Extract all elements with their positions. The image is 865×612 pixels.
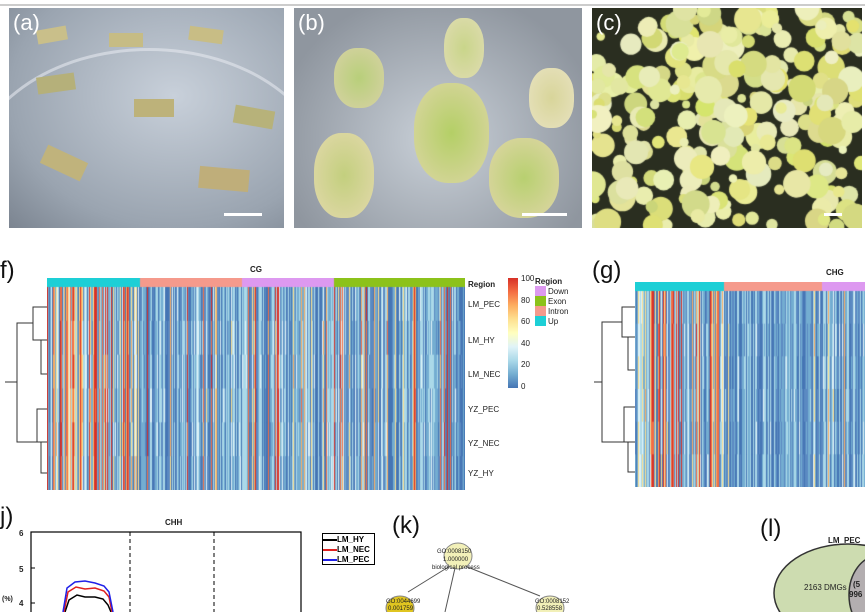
heatmap-chg bbox=[635, 282, 865, 487]
heatmap-row-label: YZ_PEC bbox=[468, 405, 500, 414]
panel-label-f: f) bbox=[0, 257, 15, 284]
panel-label-j: j) bbox=[0, 503, 14, 530]
scale-bar bbox=[224, 213, 262, 216]
colorbar-tick: 0 bbox=[521, 381, 526, 391]
dendrogram-f bbox=[5, 306, 47, 474]
go-node-id: GO:0008150 bbox=[437, 549, 472, 555]
venn-set-lm-pec bbox=[773, 543, 865, 612]
legend-entry: LM_HY bbox=[323, 535, 374, 544]
panel-label-g: (g) bbox=[592, 257, 622, 284]
panel-label-l: (l) bbox=[760, 515, 782, 542]
region-legend-title: Region bbox=[535, 277, 563, 286]
legend-label: LM_PEC bbox=[337, 555, 370, 564]
legend-swatch bbox=[535, 306, 546, 316]
panel-label-c: (c) bbox=[596, 10, 622, 35]
go-node-id: GO:0044699 bbox=[386, 599, 421, 605]
ytick: 6 bbox=[19, 529, 24, 538]
venn-overlap bbox=[848, 559, 865, 612]
photo-a: (a) bbox=[9, 8, 284, 228]
colorbar bbox=[508, 278, 518, 388]
legend-entry: LM_PEC bbox=[323, 555, 374, 564]
venn-set-title: LM_PEC bbox=[828, 536, 861, 545]
heatmap-row-label: YZ_HY bbox=[468, 469, 494, 478]
photo-c: (c) bbox=[592, 8, 862, 228]
legend-label: LM_HY bbox=[337, 535, 365, 544]
region-header: Region bbox=[468, 280, 496, 289]
top-rule bbox=[0, 4, 865, 6]
series-lm-pec bbox=[62, 580, 114, 612]
scale-bar bbox=[522, 213, 567, 216]
legend-line bbox=[323, 558, 337, 561]
colorbar-tick: 80 bbox=[521, 295, 530, 305]
legend-swatch bbox=[535, 286, 546, 296]
go-node-name: biological process bbox=[432, 565, 480, 571]
go-node-value: 1.000000 bbox=[443, 557, 469, 563]
photo-b: (b) bbox=[294, 8, 582, 228]
legend-swatch bbox=[535, 316, 546, 326]
legend-label: LM_NEC bbox=[337, 545, 370, 554]
colorbar-tick: 40 bbox=[521, 338, 530, 348]
legend-swatch bbox=[535, 296, 546, 306]
venn-overlap-label: (5 bbox=[853, 580, 861, 589]
legend-entry: LM_NEC bbox=[323, 545, 374, 554]
heatmap-row-label: LM_PEC bbox=[468, 300, 501, 309]
y-axis-unit: (%) bbox=[2, 596, 13, 603]
legend-label: Up bbox=[548, 317, 559, 326]
heatmap-row-label: LM_HY bbox=[468, 336, 495, 345]
heatmap-title-chg: CHG bbox=[826, 268, 844, 277]
legend-line bbox=[323, 538, 337, 541]
ytick: 4 bbox=[19, 599, 24, 608]
heatmap-row-label: LM_NEC bbox=[468, 370, 501, 379]
venn-overlap-label: 996 bbox=[849, 590, 863, 599]
scale-bar bbox=[824, 213, 842, 216]
series-lm-nec bbox=[63, 586, 113, 612]
heatmap-title-cg: CG bbox=[250, 265, 262, 274]
dendrogram-g bbox=[594, 306, 635, 473]
callus-texture bbox=[592, 8, 862, 228]
colorbar-tick: 100 bbox=[521, 274, 535, 283]
go-node-id: GO:0008152 bbox=[535, 599, 570, 605]
panel-label-k: (k) bbox=[392, 512, 420, 539]
legend-line bbox=[323, 548, 337, 551]
series-lm-hy bbox=[64, 594, 112, 612]
go-node-value: 0.001759 bbox=[388, 606, 414, 612]
legend-label: Intron bbox=[548, 307, 569, 316]
chh-line-chart bbox=[30, 531, 302, 612]
ytick: 5 bbox=[19, 565, 24, 574]
venn-diagram bbox=[773, 543, 865, 612]
go-node-value: 0.528558 bbox=[537, 606, 563, 612]
venn-count: 2163 DMGs bbox=[804, 583, 847, 592]
heatmap-cg bbox=[47, 278, 465, 490]
colorbar-tick: 20 bbox=[521, 360, 530, 369]
go-graph-edges bbox=[385, 542, 565, 612]
heatmap-row-label: YZ_NEC bbox=[468, 439, 500, 448]
legend-label: Exon bbox=[548, 297, 567, 306]
legend-label: Down bbox=[548, 287, 569, 296]
chart-title-chh: CHH bbox=[165, 518, 183, 527]
panel-label-b: (b) bbox=[298, 10, 325, 35]
panel-label-a: (a) bbox=[13, 10, 40, 35]
colorbar-tick: 60 bbox=[521, 317, 530, 326]
